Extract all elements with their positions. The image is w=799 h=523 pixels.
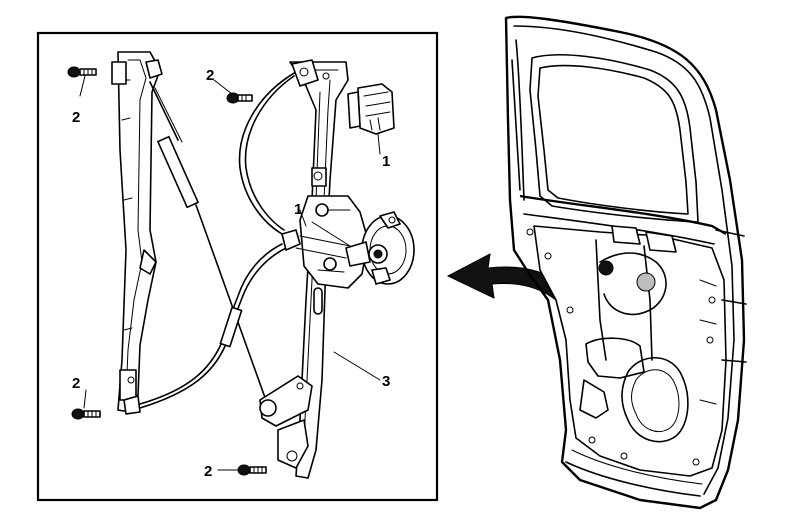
callout-2-bottom-left: 2 [72,375,80,392]
callout-2-top-left: 2 [72,109,80,126]
window-regulator [111,51,415,479]
speaker-opening [621,357,689,443]
window-opening [529,54,699,223]
door-inner-panel [504,15,747,510]
callout-1-middle: 1 [294,201,302,218]
callout-2-bottom-mid: 2 [204,463,212,480]
bolt-top-mid [226,92,253,104]
connector [347,83,395,135]
drive-cable [238,71,297,235]
left-guide-rail [117,51,161,413]
callout-3: 3 [382,373,390,390]
leader-lines [79,75,381,471]
bolt-bottom-left [71,408,101,420]
damper [157,135,199,209]
bolt-top-left [67,66,97,78]
callout-1-upper: 1 [382,153,390,170]
callout-2-top-mid: 2 [206,67,214,84]
bolt-bottom-mid [237,464,267,476]
motor [295,211,415,285]
